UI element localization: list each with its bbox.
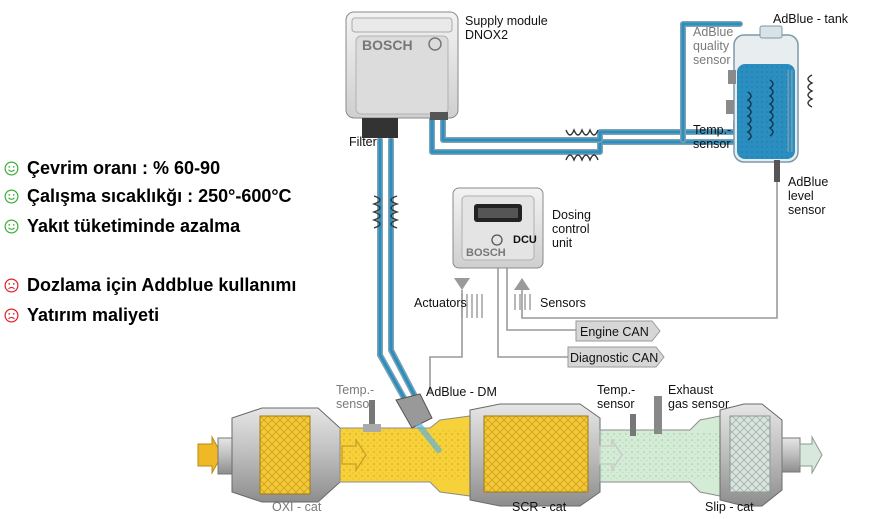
diagnostic-can-label: Diagnostic CAN [570,351,659,365]
can-tags [567,320,665,368]
signal-wires [429,182,778,392]
con-item-2-text: Yatırım maliyeti [27,305,160,325]
tank-temp-sensor-label: Temp.-sensor [693,123,732,151]
pro-item-1-text: Çevrim oranı : % 60-90 [27,158,221,178]
dosing-control-unit [452,187,544,318]
adblue-dm-label: AdBlue - DM [426,385,497,399]
exhaust-temp-sensor-2-label: Temp.-sensor [597,383,636,411]
dcu-brand: BOSCH [466,247,506,259]
exhaust-system [197,393,823,507]
scr-cat-label: SCR - cat [512,500,567,514]
oxi-cat-label: OXI - cat [272,500,322,514]
slip-cat-label: Slip - cat [705,500,754,514]
smiley-happy-icon [4,219,19,234]
con-item-1: Dozlama için Addblue kullanımı [4,275,296,296]
sensors-label: Sensors [540,296,586,310]
pro-item-1: Çevrim oranı : % 60-90 [4,158,220,179]
adblue-tank [726,25,799,182]
adblue-tank-label: AdBlue - tank [773,12,849,26]
con-item-2: Yatırım maliyeti [4,305,159,326]
pro-item-2-text: Çalışma sıcaklıkğı : 250°-600°C [27,186,292,206]
dcu-label: DCU [513,234,537,246]
engine-can-label: Engine CAN [580,325,649,339]
filter-label: Filter [349,135,377,149]
actuators-lines-icon [461,294,483,318]
pro-item-3: Yakıt tüketiminde azalma [4,216,240,237]
supply-module [345,11,459,138]
smiley-sad-icon [4,308,19,323]
line-heater-coils [371,74,814,229]
smiley-happy-icon [4,189,19,204]
sensors-lines-icon [514,294,531,310]
smiley-happy-icon [4,161,19,176]
exhaust-temp-sensor-1-label: Temp.-sensor [336,383,375,411]
pro-item-2: Çalışma sıcaklıkğı : 250°-600°C [4,186,292,207]
actuators-label: Actuators [414,296,467,310]
supply-module-brand: BOSCH [362,37,413,53]
pro-item-3-text: Yakıt tüketiminde azalma [27,216,241,236]
smiley-sad-icon [4,278,19,293]
con-item-1-text: Dozlama için Addblue kullanımı [27,275,297,295]
